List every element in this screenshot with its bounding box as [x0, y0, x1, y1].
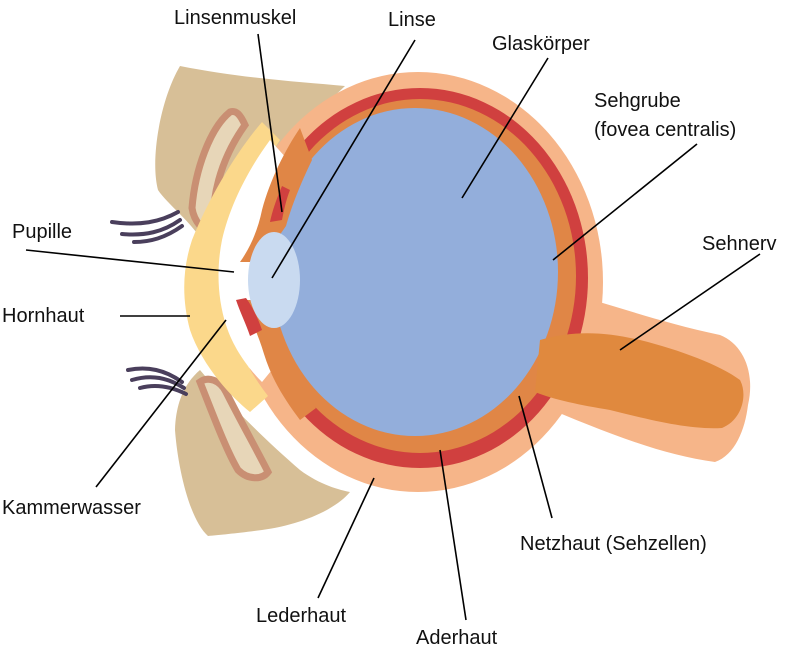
vitreous-body — [272, 108, 558, 436]
leader-glaskoerper — [461, 57, 549, 199]
leader-pupille — [25, 249, 235, 273]
label-netzhaut: Netzhaut (Sehzellen) — [520, 533, 707, 555]
label-kammerwasser: Kammerwasser — [2, 497, 141, 519]
leader-kammerwasser — [95, 319, 227, 488]
leader-sehgrube — [552, 143, 698, 261]
leader-netzhaut — [518, 395, 553, 519]
lower-eyelash-icon — [126, 366, 188, 396]
label-sehnerv: Sehnerv — [702, 233, 777, 255]
optic-nerve — [535, 333, 744, 429]
cornea — [184, 122, 280, 412]
label-hornhaut: Hornhaut — [2, 305, 85, 327]
leader-aderhaut — [439, 449, 467, 621]
lower-eyelid-fold — [195, 375, 273, 482]
lens — [248, 232, 300, 328]
leader-linsenmuskel — [257, 33, 283, 213]
leader-sehnerv — [619, 253, 761, 351]
label-linsenmuskel: Linsenmuskel — [174, 7, 296, 29]
upper-eyelash-icon — [110, 210, 184, 244]
leader-linse — [271, 39, 416, 279]
anterior-chamber — [218, 140, 288, 382]
label-aderhaut: Aderhaut — [416, 627, 498, 649]
leader-lines — [25, 33, 761, 621]
label-glaskoerper: Glaskörper — [492, 33, 590, 55]
label-lederhaut: Lederhaut — [256, 605, 347, 627]
ciliary-muscle-upper-inner — [270, 186, 290, 222]
label-linse: Linse — [388, 9, 436, 31]
leader-lederhaut — [317, 477, 375, 599]
label-pupille: Pupille — [12, 221, 72, 243]
ciliary-muscle-lower-inner — [236, 298, 262, 336]
label-sehgrube-line1: Sehgrube — [594, 90, 681, 112]
ciliary-muscle-upper — [240, 128, 312, 262]
label-sehgrube-line2: (fovea centralis) — [594, 119, 736, 141]
